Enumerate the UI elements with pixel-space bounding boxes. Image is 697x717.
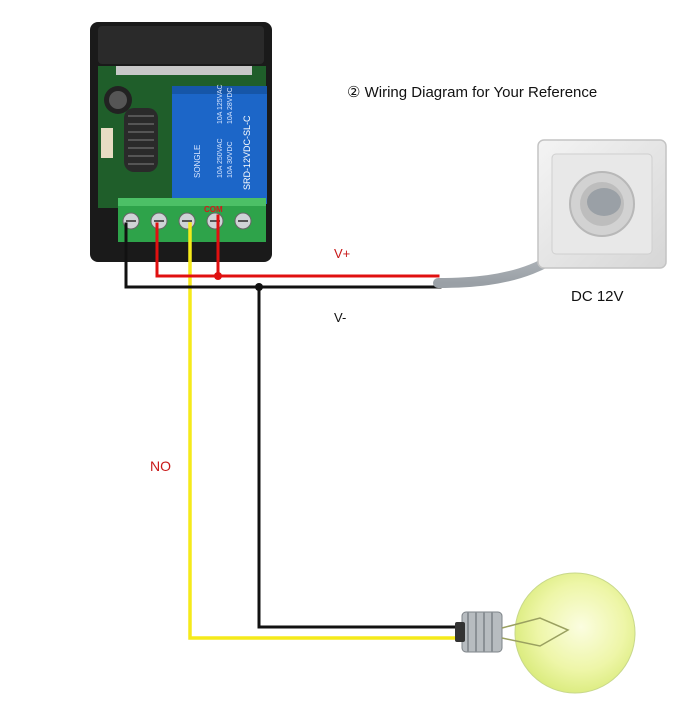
label-v-minus: V- — [334, 310, 347, 325]
relay-body — [172, 86, 267, 204]
bulb-filament-icon — [501, 617, 570, 647]
relay-rating-1: 10A 250VAC — [217, 138, 224, 178]
junction-dot — [255, 283, 263, 291]
tact-button-icon — [101, 128, 113, 158]
wire-no-yellow — [188, 222, 464, 640]
wire-vminus-black — [124, 222, 442, 289]
label-no: NO — [150, 458, 171, 474]
label-dc-12v: DC 12V — [571, 288, 624, 305]
relay-rating-3: 10A 30VDC — [227, 141, 234, 178]
wires — [124, 214, 464, 640]
junction-dot — [214, 272, 222, 280]
module-case-top — [98, 26, 264, 64]
relay-model: SRD-12VDC-SL-C — [242, 115, 252, 190]
label-com: COM — [204, 205, 223, 214]
relay-rating-2: 10A 125VAC — [217, 84, 224, 124]
wire-lamp-black — [257, 285, 464, 629]
plug-icon — [587, 188, 621, 216]
wire-vplus-red — [155, 222, 440, 278]
relay-rating-4: 10A 28VDC — [227, 87, 234, 124]
diagram-title: ② Wiring Diagram for Your Reference — [347, 84, 598, 101]
relay-module: SONGLE 10A 250VAC 10A 125VAC 10A 30VDC 1… — [90, 22, 272, 262]
bulb-glass — [514, 572, 636, 694]
power-supply — [433, 139, 667, 288]
relay-brand: SONGLE — [193, 145, 202, 178]
pcb-header — [116, 66, 252, 75]
label-v-plus: V+ — [334, 246, 351, 261]
light-bulb — [455, 572, 636, 694]
